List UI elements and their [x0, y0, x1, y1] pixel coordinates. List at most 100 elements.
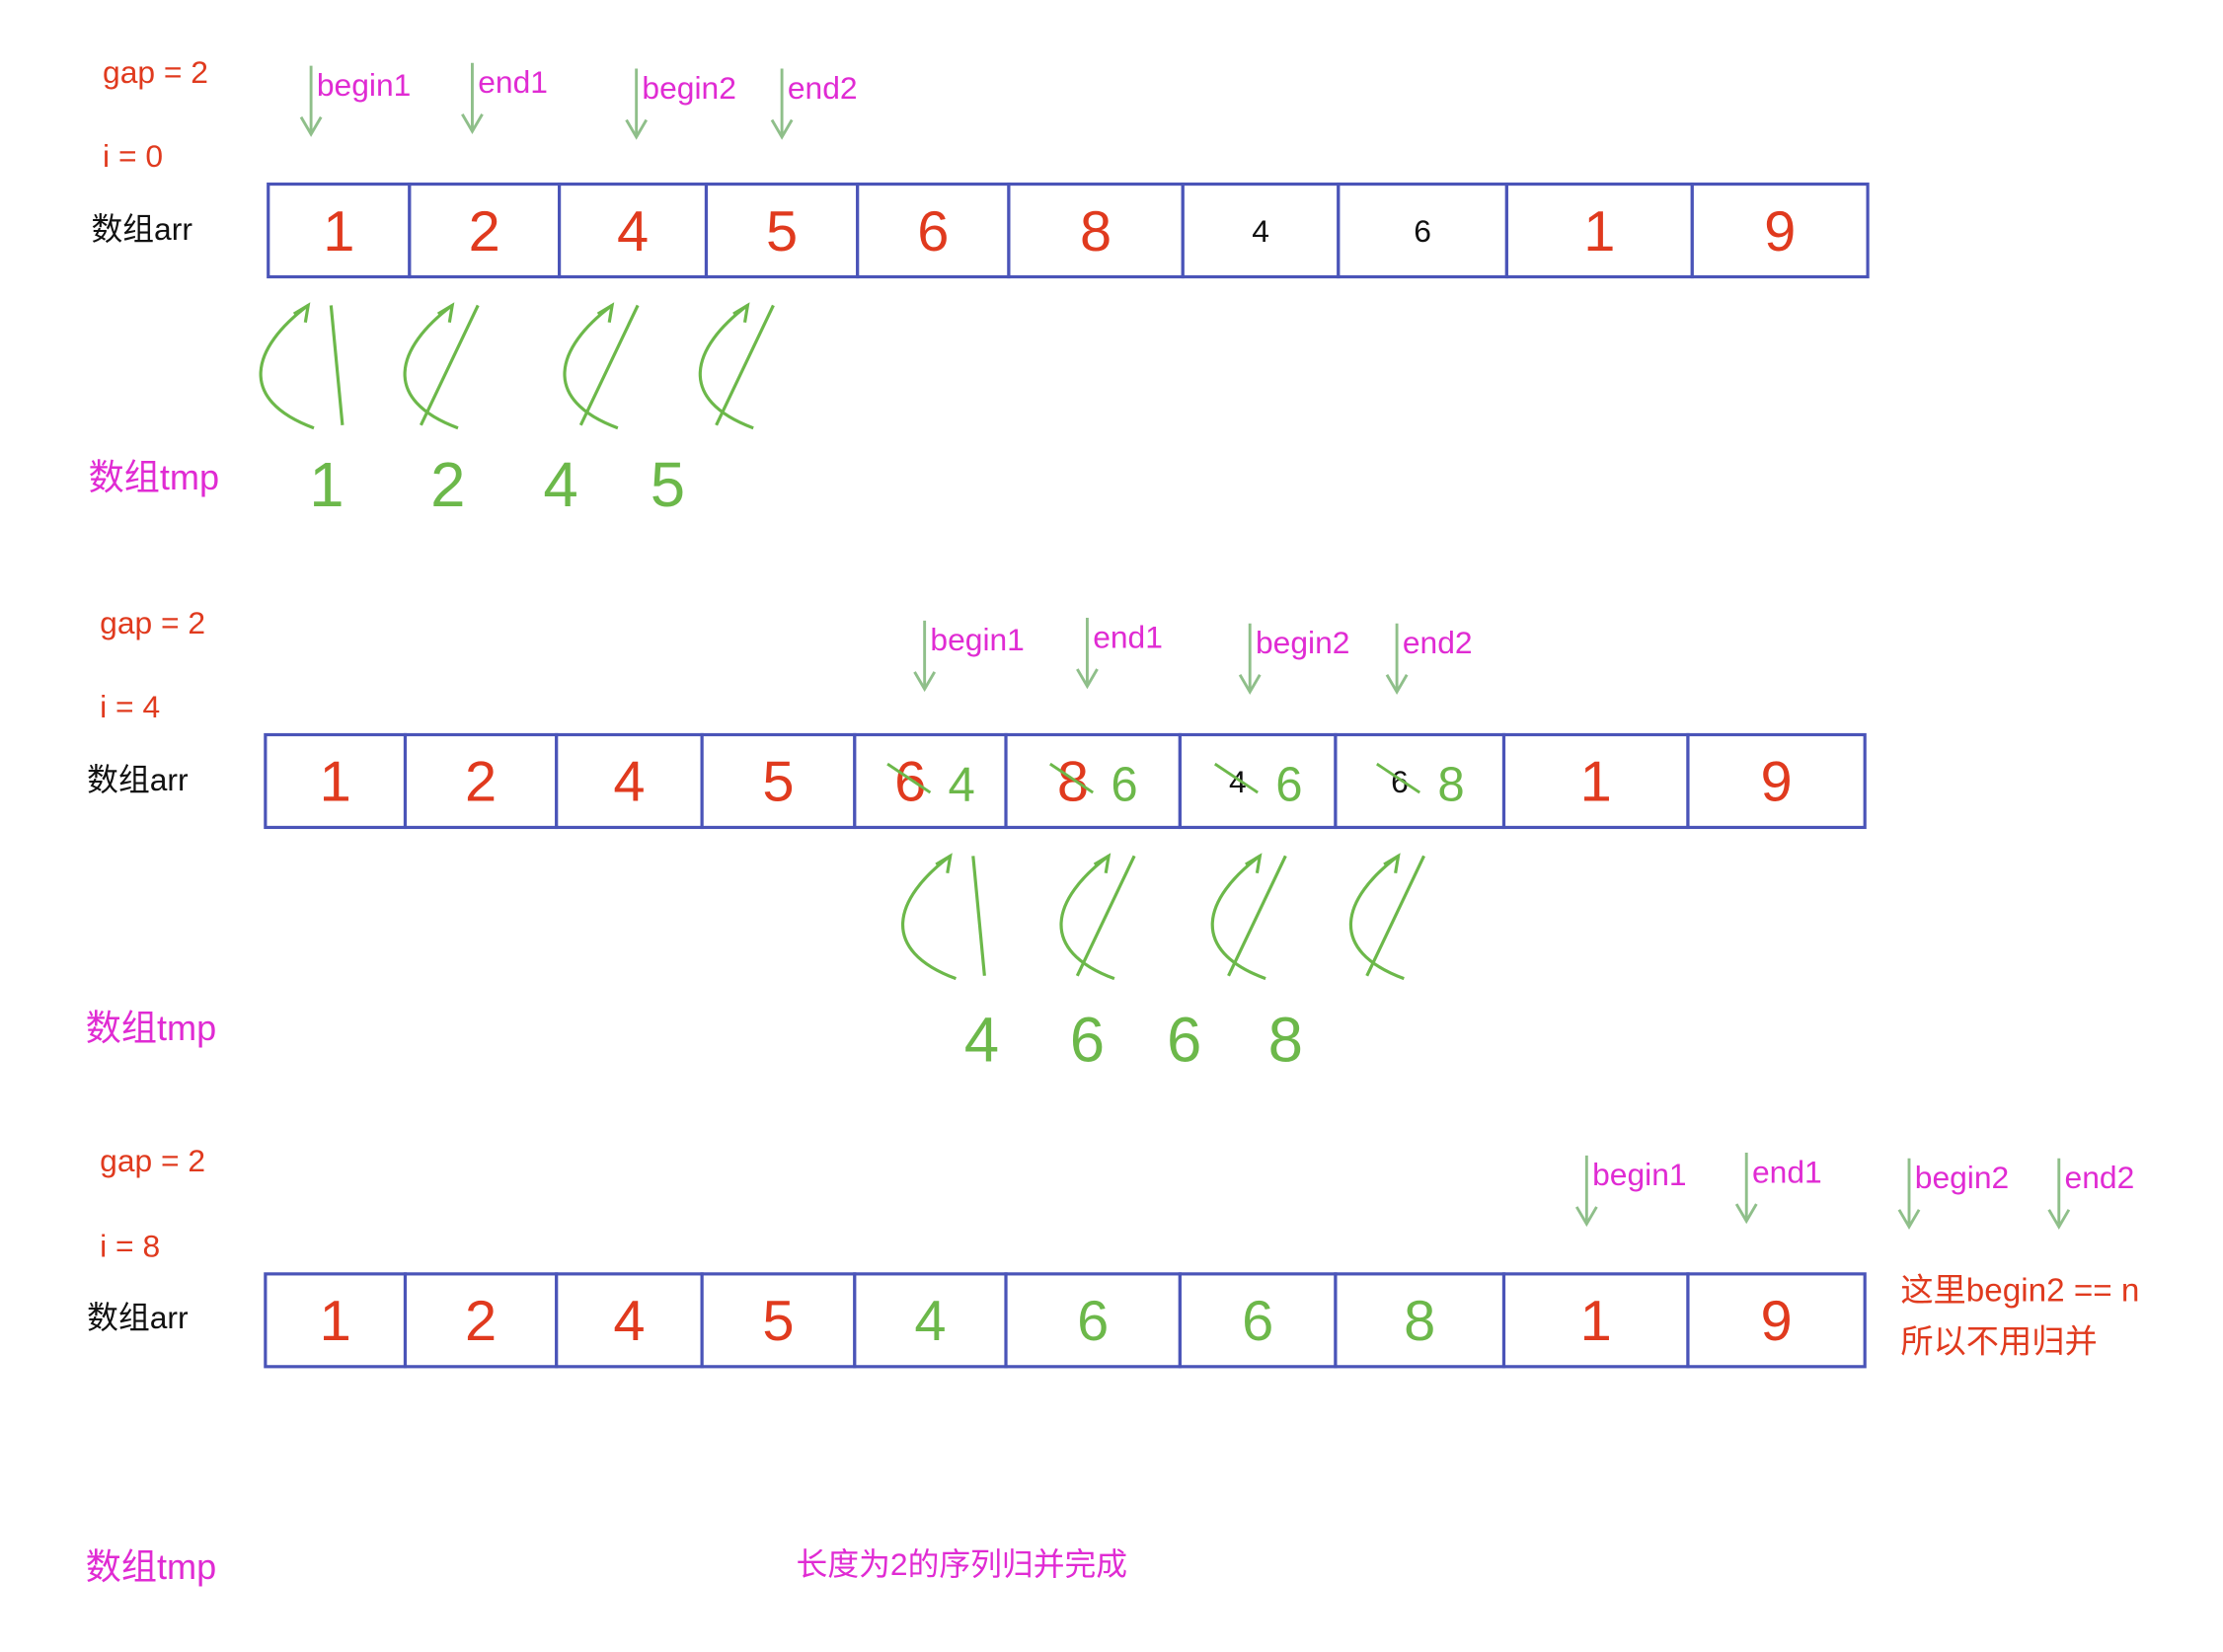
strike-mark	[1376, 762, 1421, 794]
array-cell-value: 6	[1414, 213, 1431, 249]
array-cell: 4	[555, 1272, 704, 1369]
array-cell-value: 8	[1080, 200, 1112, 263]
curved-arrow-icon	[563, 304, 619, 430]
pointer-label: end2	[1403, 625, 1473, 660]
arrow-head-icon	[1238, 674, 1262, 695]
arrow-head-icon	[436, 302, 455, 324]
arrow-head-icon	[1245, 853, 1263, 873]
array-cell-box	[555, 1272, 704, 1369]
pointer-label: begin1	[317, 67, 411, 103]
pointer-begin2: begin2	[1238, 623, 1349, 695]
note-line-2: 所以不用归并	[1900, 1323, 2097, 1360]
array-cell-box	[1007, 182, 1185, 279]
array-cell-box	[700, 1272, 857, 1369]
array-cell-box	[1686, 732, 1867, 830]
array-cell: 5	[700, 732, 857, 830]
array-cell: 9	[1686, 1272, 1867, 1369]
pointer-end1: end1	[461, 62, 548, 134]
arrow-head-icon	[913, 671, 937, 693]
pointer-begin2: begin2	[625, 68, 736, 140]
slash-stroke	[329, 305, 345, 425]
i-label: i = 8	[100, 1229, 160, 1264]
pointer-label: end1	[1093, 619, 1163, 654]
array-cell: 1	[1501, 732, 1690, 830]
pointer-label: end2	[2065, 1160, 2135, 1195]
arrow-head-icon	[1093, 853, 1112, 873]
array-cell-box	[1004, 1272, 1182, 1369]
strike-mark	[1049, 762, 1095, 794]
tmp-value: 4	[964, 1005, 999, 1075]
array-cell-value: 5	[762, 751, 794, 814]
array-tmp-label: 数组tmp	[86, 1546, 216, 1587]
arrow-head-icon	[1897, 1209, 1921, 1231]
arrow-head-icon	[596, 302, 615, 324]
array-cell: 6	[1004, 1272, 1182, 1369]
pointer-label: end2	[788, 70, 858, 106]
array-arr-label: 数组arr	[87, 762, 189, 797]
strike-mark	[1213, 762, 1259, 794]
array-cell-value: 1	[1583, 200, 1615, 263]
pointer-label: begin2	[642, 70, 735, 106]
array-cell-value: 2	[469, 200, 500, 263]
arrow-head-icon	[1734, 1203, 1758, 1225]
tmp-value: 8	[1268, 1005, 1303, 1075]
array-cell-box	[1690, 182, 1870, 279]
array-cell-box	[558, 182, 709, 279]
pointer-end2: end2	[2047, 1158, 2135, 1231]
array-cell-box	[264, 1272, 408, 1369]
array-cell: 4	[558, 182, 709, 279]
array-cell-value: 6	[1391, 764, 1409, 799]
arrow-head-icon	[292, 302, 311, 324]
array-cell-box	[1004, 732, 1182, 830]
slash-stroke	[715, 304, 775, 426]
curved-arrow-icon	[259, 304, 315, 430]
array-tmp-label: 数组tmp	[89, 457, 219, 497]
array-cell-value: 4	[914, 1290, 946, 1353]
array-cell-box	[1337, 182, 1508, 279]
curved-arrow-icon	[1210, 855, 1266, 981]
array-cell-box	[264, 732, 408, 830]
array-cell-value: 4	[1229, 764, 1247, 799]
array-cell-box	[408, 182, 562, 279]
array-cell-box	[1181, 182, 1341, 279]
array-cell: 2	[408, 182, 562, 279]
array-cell: 9	[1686, 732, 1867, 830]
replacement-value: 4	[949, 759, 975, 812]
replacement-value: 8	[1437, 759, 1464, 812]
array-cell-value: 1	[323, 200, 354, 263]
pointer-label: end1	[478, 64, 548, 100]
array-cell-box	[1178, 1272, 1338, 1369]
array-cell: 4	[853, 1272, 1008, 1369]
array-cell-box	[403, 1272, 559, 1369]
array-cell-box	[853, 732, 1008, 830]
array-cell-value: 9	[1760, 751, 1792, 814]
array-cell: 1	[264, 732, 408, 830]
pointer-begin1: begin1	[1574, 1155, 1687, 1228]
merge-arrows	[901, 853, 1425, 981]
merge-arrows	[259, 302, 775, 430]
curved-arrow-icon	[901, 855, 957, 981]
slash-stroke	[1365, 855, 1425, 977]
slash-stroke	[1227, 855, 1287, 977]
array-cell-value: 8	[1404, 1290, 1435, 1353]
array-cell: 5	[700, 1272, 857, 1369]
array-cell-value: 9	[1760, 1290, 1792, 1353]
array-tmp-label: 数组tmp	[86, 1008, 216, 1048]
note-line-1: 这里begin2 == n	[1900, 1272, 2139, 1309]
arrow-head-icon	[1574, 1206, 1598, 1228]
pointer-begin2: begin2	[1897, 1158, 2009, 1231]
i-label: i = 0	[103, 138, 163, 174]
gap-label: gap = 2	[100, 1143, 205, 1178]
array-cell-box	[1178, 732, 1338, 830]
array-cell-value: 1	[320, 1290, 351, 1353]
array-cell: 8	[1334, 1272, 1506, 1369]
arrow-head-icon	[732, 302, 750, 324]
array-cell: 1	[1504, 182, 1694, 279]
array-cell-box	[1504, 182, 1694, 279]
